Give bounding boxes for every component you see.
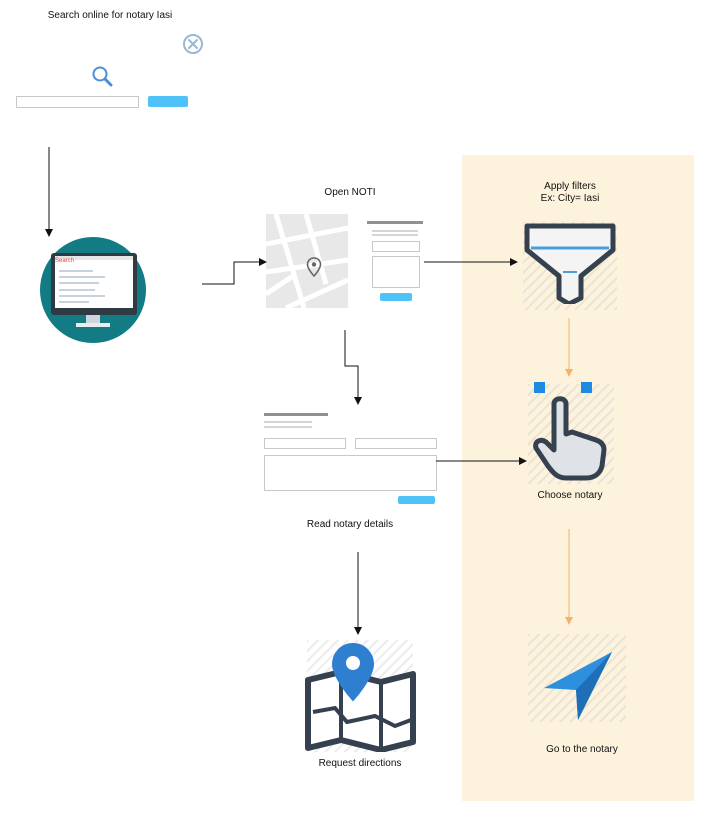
details-submit-button[interactable] — [398, 496, 435, 504]
request-directions-label: Request directions — [318, 758, 402, 769]
pointing-hand-icon[interactable] — [532, 392, 608, 482]
arrow-monitor-to-noti — [202, 258, 267, 285]
search-panel-title: Search online for notary Iasi — [47, 10, 173, 21]
form-textarea[interactable] — [372, 256, 420, 288]
details-textarea[interactable] — [264, 455, 437, 491]
map-pin-icon — [306, 257, 322, 277]
magnifier-icon — [91, 65, 113, 87]
form-field[interactable] — [372, 241, 420, 252]
details-text-line — [264, 426, 312, 428]
selection-handle-right[interactable] — [581, 382, 592, 393]
details-text-line — [264, 421, 312, 423]
selection-handle-left[interactable] — [534, 382, 545, 393]
apply-filters-line2: Ex: City= Iasi — [540, 193, 600, 204]
apply-filters-line1: Apply filters — [544, 181, 596, 192]
open-noti-label: Open NOTI — [324, 187, 376, 198]
monitor-icon — [38, 236, 150, 348]
arrow-noti-to-details — [344, 330, 362, 405]
read-details-label: Read notary details — [306, 519, 394, 530]
search-input[interactable] — [16, 96, 139, 108]
monitor-screen-brand: Search — [55, 258, 75, 264]
search-button[interactable] — [148, 96, 188, 107]
form-text-line — [372, 230, 418, 232]
close-circle-icon[interactable] — [182, 33, 204, 55]
form-heading-bar — [367, 221, 423, 224]
folded-map-icon — [305, 642, 417, 752]
choose-notary-label: Choose notary — [537, 490, 603, 501]
go-to-notary-label: Go to the notary — [546, 744, 618, 755]
form-submit-button[interactable] — [380, 293, 412, 301]
details-field-right[interactable] — [355, 438, 437, 449]
details-heading-bar — [264, 413, 328, 416]
navigation-arrow-icon — [542, 650, 614, 722]
form-text-line — [372, 234, 418, 236]
funnel-icon — [523, 222, 617, 304]
details-field-left[interactable] — [264, 438, 346, 449]
